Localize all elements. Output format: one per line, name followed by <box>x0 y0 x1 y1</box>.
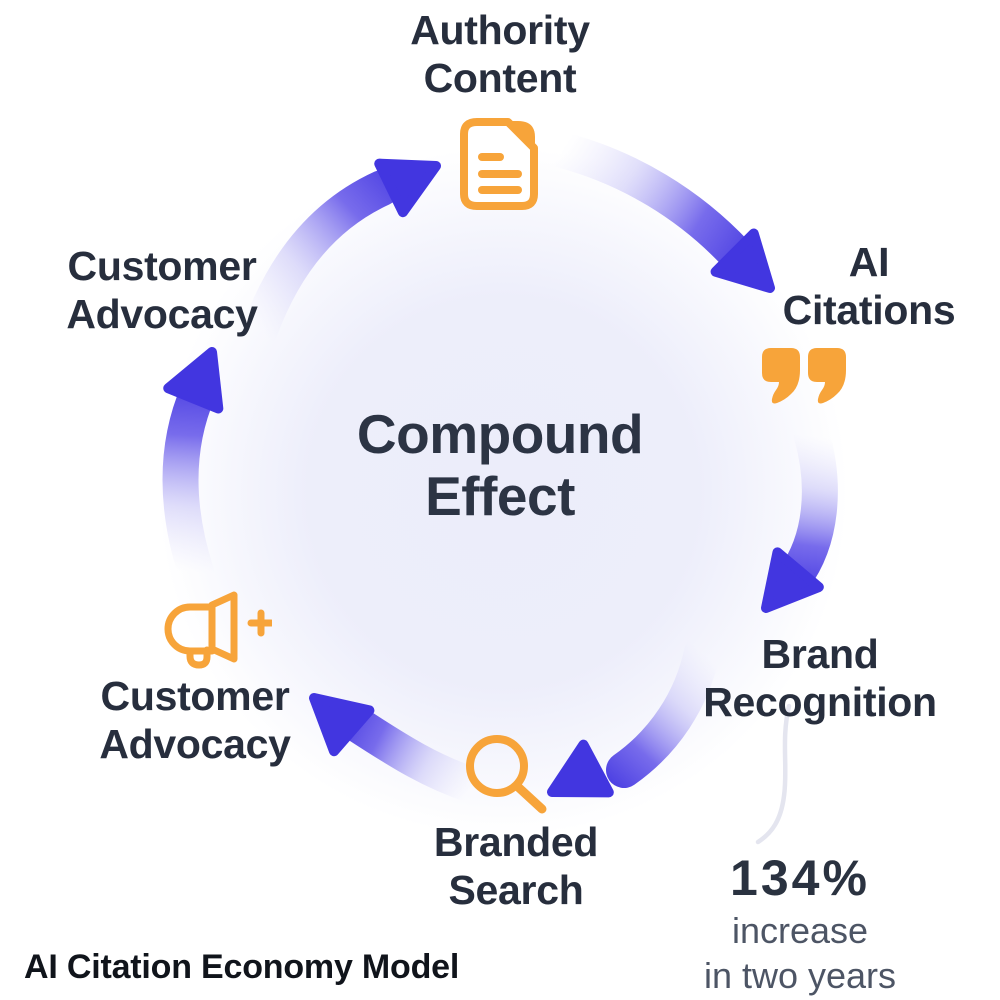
node-label-branded-search: Branded Search <box>433 818 599 915</box>
arrow-body <box>162 374 216 590</box>
node-label-customer-advocacy-bottom: Customer Advocacy <box>99 672 291 769</box>
node-label-line: Recognition <box>703 679 937 726</box>
node-label-line: Customer <box>67 243 257 289</box>
arrow-advocacy-to-authority <box>242 142 448 348</box>
arrow-brand-to-search <box>539 634 720 816</box>
node-label-line: Branded <box>433 819 599 865</box>
arrow-search-to-advocacy <box>296 678 490 803</box>
node-label-line: AI <box>848 239 890 285</box>
node-label-line: Customer <box>100 673 290 719</box>
center-title-line: Compound <box>356 403 644 465</box>
arrow-body <box>776 418 838 596</box>
arrow-body <box>342 708 490 803</box>
node-label-ai-citations: AI Citations <box>783 238 956 335</box>
node-label-line: Authority <box>410 7 590 53</box>
node-label-line: Search <box>448 867 584 914</box>
node-label-line: Content <box>423 55 577 102</box>
arrow-advocacy-up <box>162 342 237 590</box>
node-label-line: Advocacy <box>99 721 291 768</box>
node-label-line: Brand <box>761 631 879 677</box>
arrow-body <box>544 132 754 272</box>
arrow-body <box>242 170 400 348</box>
center-title-line: Effect <box>425 464 575 527</box>
node-label-authority-content: Authority Content <box>410 6 590 103</box>
stat-sub-line: in two years <box>703 955 897 996</box>
stat-block: 134% increase in two years <box>704 848 896 998</box>
search-icon <box>466 735 547 814</box>
quote-icon <box>762 348 846 404</box>
model-title: AI Citation Economy Model <box>24 948 460 986</box>
node-label-customer-advocacy-top: Customer Advocacy <box>66 242 258 339</box>
node-label-line: Citations <box>782 287 956 334</box>
node-label-brand-recognition: Brand Recognition <box>703 630 937 727</box>
stat-connector-line <box>755 703 792 845</box>
arrow-citations-to-brand <box>745 418 838 625</box>
arrow-authority-to-citations <box>544 132 789 307</box>
stat-sub-line: increase <box>731 910 869 951</box>
arrow-body <box>606 634 720 788</box>
stat-value: 134% <box>730 850 870 906</box>
center-title: Compound Effect <box>356 403 644 527</box>
node-label-line: Advocacy <box>66 291 258 338</box>
document-icon <box>460 118 538 210</box>
megaphone-plus-icon <box>164 591 272 669</box>
